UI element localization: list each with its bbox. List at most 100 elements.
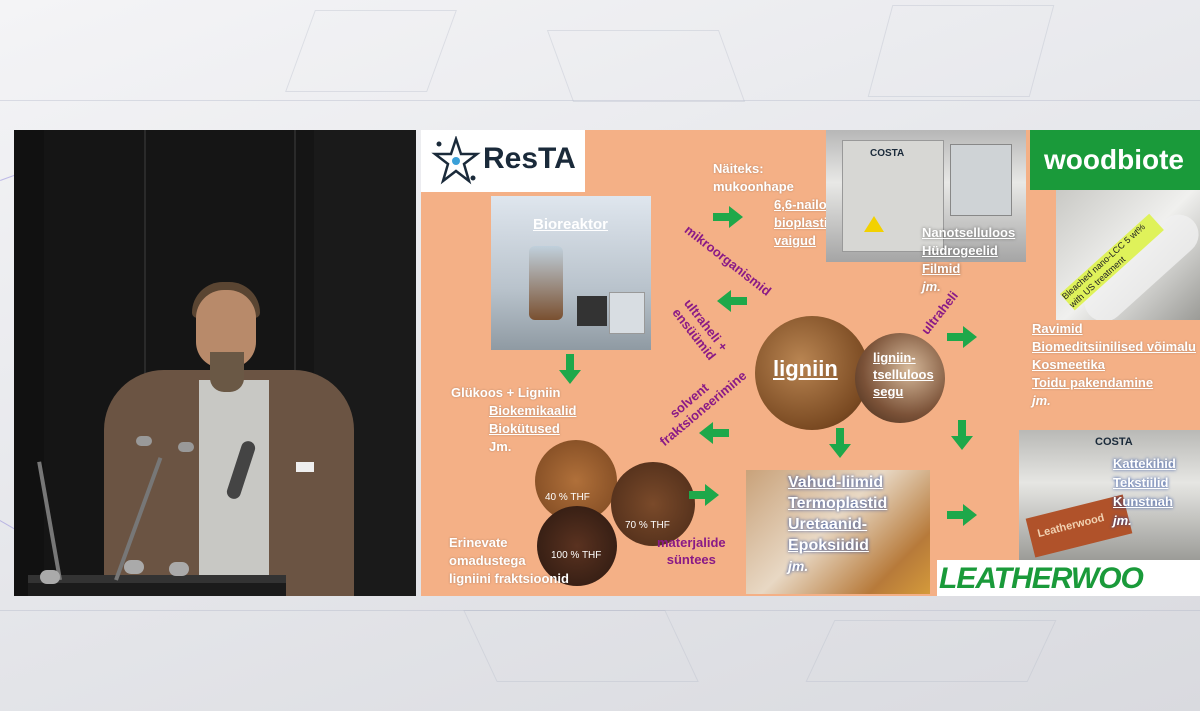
- leather-list: Kattekihid Tekstiilid Kunstnah jm.: [1113, 454, 1176, 530]
- products-top-list: 6,6-nailon bioplastid vaigud: [774, 196, 835, 250]
- backdrop-seam: [144, 130, 146, 596]
- glukoos-item: Biokütused: [489, 421, 560, 436]
- medical-item: Biomeditsiinilised võimalu: [1032, 339, 1196, 354]
- thf-70-circle: 70 % THF: [611, 462, 695, 546]
- costa-label: COSTA: [1095, 436, 1133, 448]
- thf-100-label: 100 % THF: [551, 550, 602, 561]
- arrow-left-icon: [717, 290, 747, 312]
- synthesis-line: süntees: [666, 552, 716, 567]
- glukoos-item: Biokemikaalid: [489, 403, 577, 418]
- arrow-down-icon: [951, 420, 973, 450]
- podium-microphone: [124, 560, 144, 574]
- materials-jm: jm.: [788, 558, 809, 574]
- background-line: [0, 100, 1200, 101]
- materials-item: Termoplastid: [788, 495, 888, 512]
- costa-machine-photo: COSTA: [826, 130, 1026, 262]
- thf-40-label: 40 % THF: [545, 492, 590, 503]
- medical-item: Kosmeetika: [1032, 357, 1105, 372]
- fractions-line: ligniini fraktsioonid: [449, 571, 569, 586]
- background-hex-shape: [867, 5, 1055, 97]
- materials-item: Vahud-liimid: [788, 474, 884, 491]
- glukoos-jm: Jm.: [489, 439, 512, 454]
- nano-list: Nanotselluloos Hüdrogeelid Filmid jm.: [922, 224, 1015, 296]
- nano-jm: jm.: [922, 279, 941, 294]
- product-item: 6,6-nailon: [774, 197, 835, 212]
- lignin-mix-line: ligniin-: [873, 350, 916, 365]
- machine-control-panel: [950, 144, 1012, 216]
- background-hex-shape: [546, 30, 746, 102]
- resta-star-icon: [431, 136, 481, 185]
- product-item: bioplastid: [774, 215, 836, 230]
- leather-item: Kunstnah: [1113, 494, 1173, 509]
- background-hex-shape: [805, 620, 1057, 682]
- bioreactor-photo: Bioreaktor: [491, 196, 651, 350]
- bioreactor-pump: [577, 296, 607, 326]
- materials-item: Epoksiidid: [788, 537, 869, 554]
- lignin-mix-label: ligniin- tselluloos segu: [873, 349, 934, 400]
- speaker-video: [14, 130, 416, 596]
- lignin-powder-circle: ligniin: [755, 316, 869, 430]
- synthesis-label: materjalide süntees: [657, 534, 726, 568]
- leather-item: Tekstiilid: [1113, 475, 1169, 490]
- naiteks-text: Näiteks: mukoonhape: [713, 160, 794, 196]
- arrow-left-icon: [699, 422, 729, 444]
- leatherwood-banner: LEATHERWOO: [937, 560, 1200, 596]
- medical-item: Ravimid: [1032, 321, 1083, 336]
- vial-photo: Bleached nano-LCC 5 wt% with US treatmen…: [1056, 190, 1200, 320]
- background-hex-shape: [285, 10, 457, 92]
- product-item: vaigud: [774, 233, 816, 248]
- resta-logo: ResTA: [421, 130, 585, 192]
- nano-item: Filmid: [922, 261, 961, 276]
- bioreactor-vessel: [529, 246, 563, 320]
- naiteks-line: mukoonhape: [713, 179, 794, 194]
- thf-100-circle: 100 % THF: [537, 506, 617, 586]
- materials-item: Uretaanid-: [788, 516, 868, 533]
- lignin-center-label: ligniin: [773, 356, 838, 381]
- arrow-down-icon: [559, 354, 581, 384]
- fractions-line: Erinevate: [449, 535, 508, 550]
- speaker-beard: [210, 352, 244, 392]
- woodbiote-banner: woodbiote: [1030, 130, 1200, 190]
- bioreactor-controller: [609, 292, 645, 334]
- microphone-head: [178, 442, 194, 452]
- medical-list: Ravimid Biomeditsiinilised võimalu Kosme…: [1032, 320, 1196, 410]
- nano-item: Nanotselluloos: [922, 225, 1016, 240]
- podium-microphone: [40, 570, 60, 584]
- arrow-right-icon: [713, 206, 743, 228]
- leatherwood-logo-text: LEATHERWOO: [939, 562, 1144, 595]
- bioreactor-label: Bioreaktor: [533, 216, 609, 233]
- naiteks-line: Näiteks:: [713, 161, 764, 176]
- presentation-slide: ResTA Bioreaktor Näiteks: mukoonhape 6,6…: [421, 130, 1200, 596]
- lignin-mix-line: tselluloos: [873, 367, 934, 382]
- name-badge: [296, 462, 314, 472]
- arrow-right-icon: [947, 504, 977, 526]
- arrow-down-icon: [829, 428, 851, 458]
- synthesis-line: materjalide: [657, 535, 726, 550]
- fractions-caption: Erinevate omadustega ligniini fraktsioon…: [449, 534, 569, 588]
- medical-jm: jm.: [1032, 393, 1051, 408]
- microphone-head: [136, 436, 152, 446]
- glukoos-title: Glükoos + Ligniin: [451, 385, 561, 400]
- background-hex-shape: [463, 610, 699, 682]
- leather-machine-photo: COSTA Leatherwood Kattekihid Tekstiilid …: [1019, 430, 1200, 562]
- materials-photo: Vahud-liimid Termoplastid Uretaanid- Epo…: [746, 470, 930, 594]
- lignin-cellulose-circle: ligniin- tselluloos segu: [855, 333, 945, 423]
- podium: [28, 575, 286, 596]
- warning-sign: [864, 216, 884, 232]
- backdrop-panel: [14, 130, 44, 596]
- fractions-line: omadustega: [449, 553, 526, 568]
- medical-item: Toidu pakendamine: [1032, 375, 1154, 390]
- glukoos-list: Glükoos + Ligniin Biokemikaalid Biokütus…: [451, 384, 576, 456]
- arrow-right-icon: [947, 326, 977, 348]
- thf-70-label: 70 % THF: [625, 520, 670, 531]
- nano-item: Hüdrogeelid: [922, 243, 998, 258]
- podium-microphone: [169, 562, 189, 576]
- machine-body: [842, 140, 944, 252]
- lignin-mix-line: segu: [873, 384, 904, 399]
- leather-item: Kattekihid: [1113, 456, 1176, 471]
- materials-list: Vahud-liimid Termoplastid Uretaanid- Epo…: [788, 472, 887, 577]
- resta-logo-text: ResTA: [483, 142, 576, 175]
- woodbiote-logo-text: woodbiote: [1044, 144, 1184, 175]
- arrow-right-icon: [689, 484, 719, 506]
- backdrop-seam: [294, 130, 296, 596]
